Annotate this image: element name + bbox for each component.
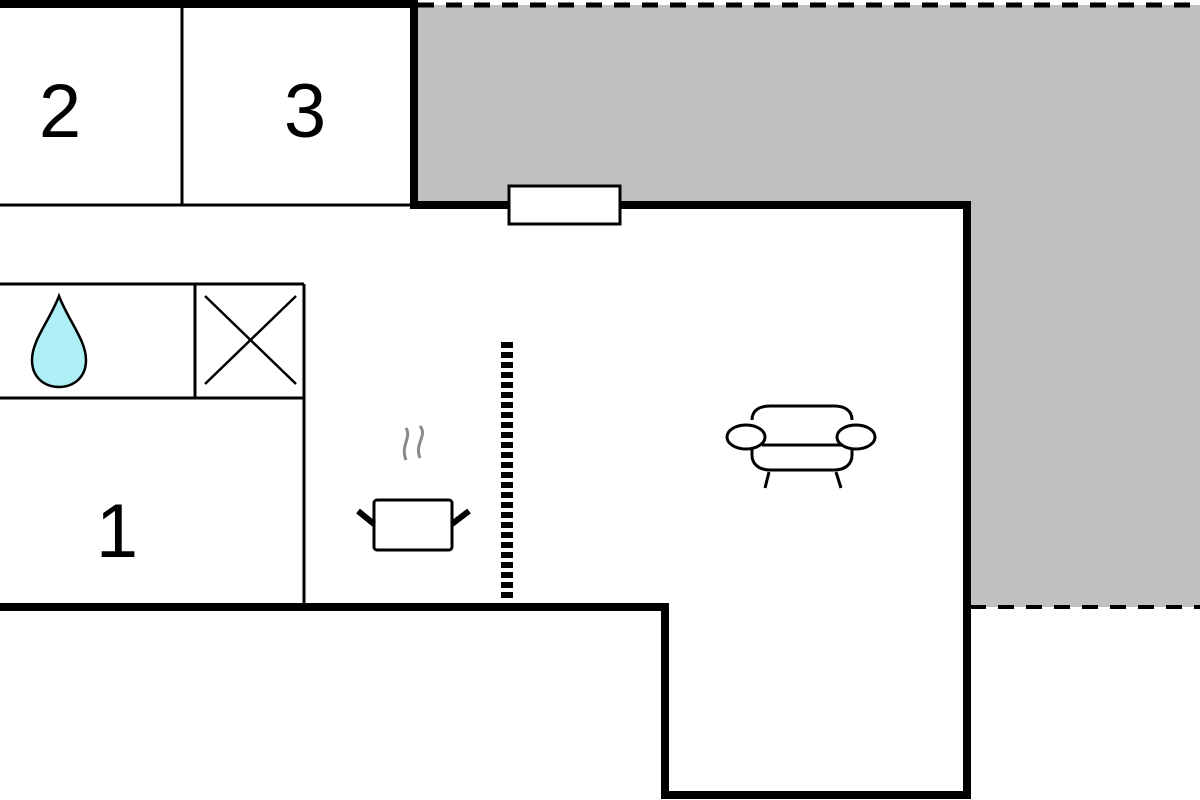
room-label-2: 2	[39, 69, 81, 154]
room-label-1: 1	[96, 489, 138, 574]
water-drop-icon	[30, 292, 88, 389]
armchair-icon	[725, 404, 877, 489]
cooking-pot-icon	[356, 425, 471, 552]
window-icon	[507, 184, 622, 226]
room-label-3: 3	[284, 69, 326, 154]
exterior-walls	[0, 0, 971, 799]
outdoor-terrace	[418, 5, 1200, 607]
interior-walls	[0, 8, 414, 607]
cross-box-icon	[204, 295, 297, 385]
